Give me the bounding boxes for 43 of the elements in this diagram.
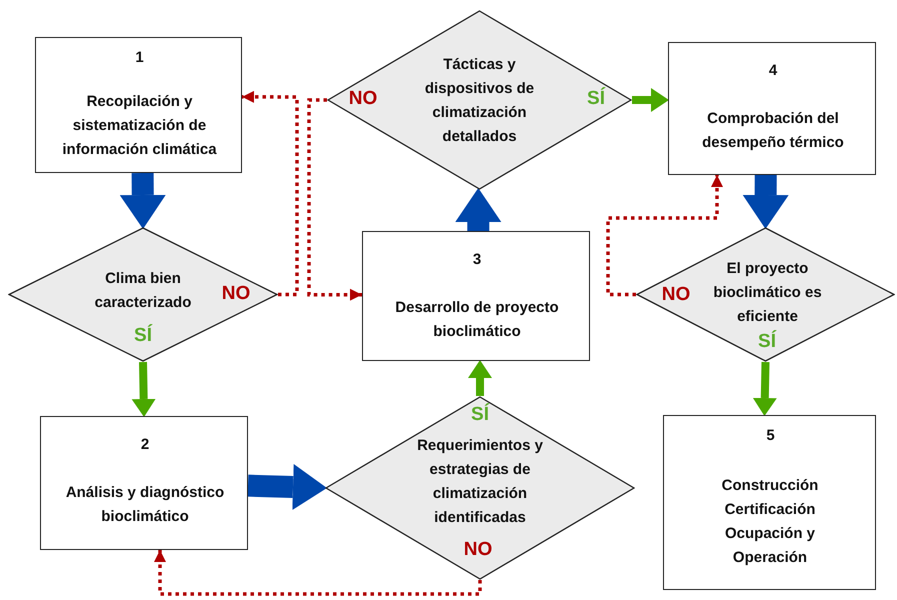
step-number: 2: [140, 435, 150, 455]
block-arrow: [742, 174, 789, 229]
no-label: NO: [462, 539, 494, 561]
decision-diamond: [325, 396, 635, 580]
yes-label: SÍ: [757, 331, 778, 353]
decision-text: Clima bien caracterizado: [94, 269, 192, 313]
yes-label: SÍ: [586, 88, 606, 110]
decision-diamond: [636, 227, 895, 362]
process-box: [362, 231, 590, 361]
process-box: [40, 416, 248, 550]
step-text: Recopilación y sistematización de información climática: [61, 92, 218, 160]
no-label: NO: [220, 283, 252, 305]
no-label: NO: [660, 284, 692, 306]
step-text: Comprobación del desempeño térmico: [701, 109, 845, 153]
decision-text: El proyecto bioclimático es eficiente: [712, 259, 823, 327]
step-number: 4: [768, 61, 778, 81]
step-number: 3: [472, 250, 482, 270]
block-arrow: [468, 360, 492, 396]
dotted-arrow: [606, 175, 723, 296]
block-arrow: [455, 188, 502, 231]
block-arrow: [132, 362, 156, 417]
block-arrow: [248, 464, 327, 510]
no-label: NO: [348, 88, 378, 110]
process-box: [663, 415, 876, 590]
block-arrow: [632, 88, 669, 112]
decision-text: Tácticas y dispositivos de climatización detallados: [424, 55, 536, 147]
yes-label: SÍ: [133, 325, 154, 347]
block-arrow: [752, 362, 777, 416]
process-box: [35, 37, 242, 173]
decision-text: Requerimientos y estrategias de climatización identificadas: [416, 436, 544, 528]
step-text: Construcción Certificación Ocupación y Operación: [720, 476, 820, 568]
decision-diamond: [327, 10, 632, 190]
yes-label: SÍ: [470, 404, 490, 426]
step-number: 5: [765, 426, 776, 446]
step-text: Desarrollo de proyecto bioclimático: [394, 298, 560, 342]
step-number: 1: [134, 48, 145, 68]
process-box: [668, 42, 876, 175]
dotted-arrow: [154, 550, 482, 596]
decision-diamond: [8, 227, 278, 362]
dotted-arrow: [242, 90, 299, 296]
block-arrow: [120, 172, 166, 229]
step-text: Análisis y diagnóstico bioclimático: [64, 483, 226, 527]
dotted-arrow: [307, 98, 362, 301]
